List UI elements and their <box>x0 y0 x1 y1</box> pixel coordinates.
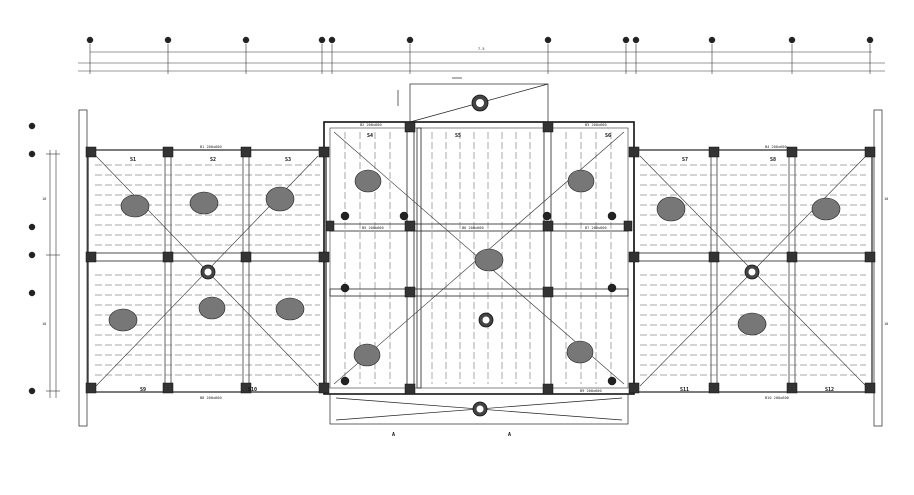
column-marker-core <box>476 99 484 107</box>
dimension-text: 10 <box>42 322 46 326</box>
beam-label: B1 200x600 <box>200 145 222 149</box>
dimension-text: 10 <box>884 197 888 201</box>
beam-label: B3 200x600 <box>585 123 607 127</box>
slab-label: S9 <box>140 387 146 393</box>
columns <box>85 121 876 395</box>
slab-label: S8 <box>770 157 776 163</box>
round-columns <box>340 211 617 386</box>
slab-label: S7 <box>682 157 688 163</box>
top-grid-bubbles <box>86 36 874 44</box>
outer-pilasters <box>78 109 883 427</box>
column-marker-core <box>204 268 212 276</box>
beam-label: B7 200x600 <box>585 226 607 230</box>
overall-dimension-text: 7.5 <box>478 47 485 51</box>
beam-label: B9 200x600 <box>580 389 602 393</box>
top-dimension-chain <box>78 44 885 74</box>
slab-label: S12 <box>825 387 834 393</box>
beam-label: B2 200x600 <box>360 123 382 127</box>
left-dimension-line <box>46 150 60 398</box>
column-marker-core <box>482 316 490 324</box>
beam-label: B10 200x600 <box>765 396 789 400</box>
slab-label: S6 <box>605 133 611 139</box>
dimension-text: 10 <box>42 197 46 201</box>
beam-label: B5 200x600 <box>362 226 384 230</box>
section-mark: A <box>392 432 395 438</box>
slab-label: S4 <box>367 133 373 139</box>
section-mark: A <box>508 432 511 438</box>
slab-label: S1 <box>130 157 136 163</box>
slab-label: S11 <box>680 387 689 393</box>
slab-label: S2 <box>210 157 216 163</box>
beam-label: B8 200x600 <box>200 396 222 400</box>
slab-label: S5 <box>455 133 461 139</box>
dimension-text: 10 <box>884 322 888 326</box>
left-grid-bubbles <box>28 122 36 395</box>
beam-label: B4 200x600 <box>765 145 787 149</box>
column-marker-core <box>476 405 484 413</box>
column-marker-core <box>748 268 756 276</box>
slab-label: S3 <box>285 157 291 163</box>
hatched-openings <box>108 169 841 367</box>
beam-label: B6 200x600 <box>462 226 484 230</box>
slab-label: S10 <box>248 387 257 393</box>
